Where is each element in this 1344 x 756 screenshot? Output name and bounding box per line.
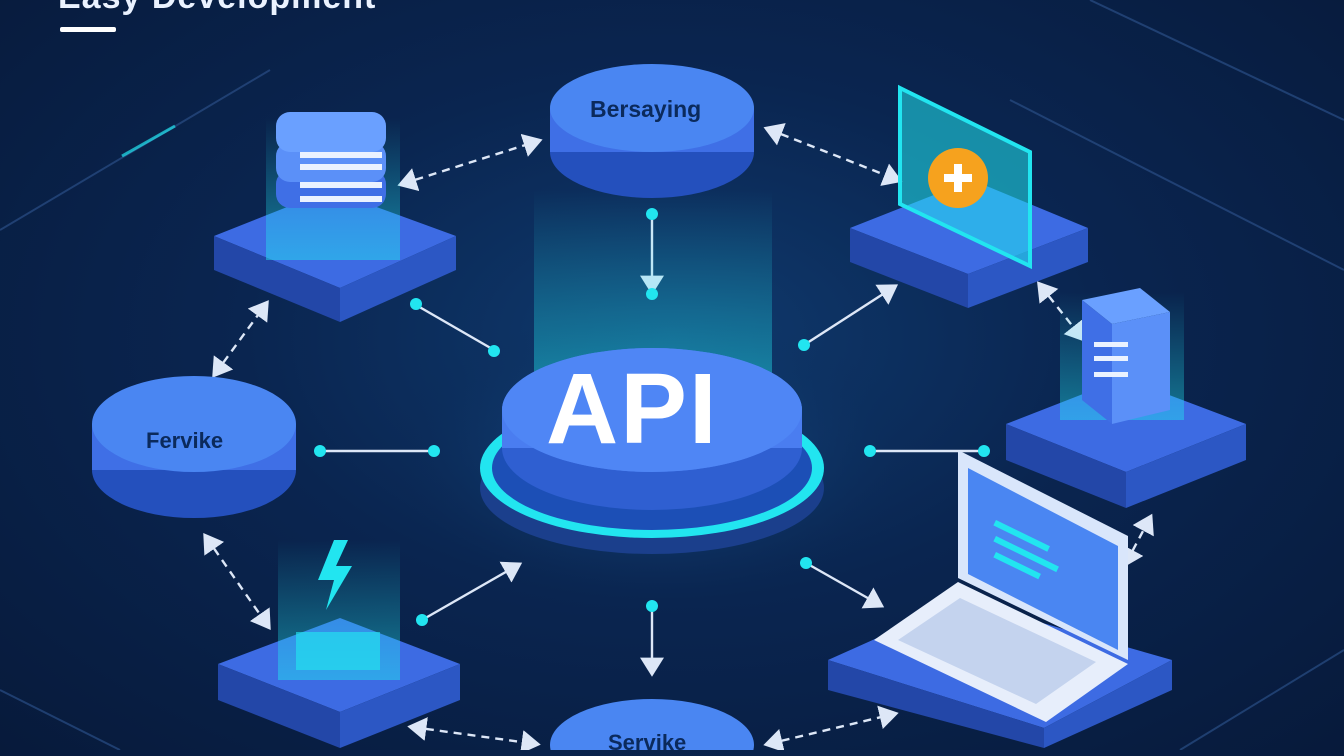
platform-database [214, 112, 456, 322]
node-bottom [550, 699, 754, 750]
title-underline [60, 27, 116, 32]
node-left-label: Fervike [146, 428, 224, 453]
node-top [550, 64, 754, 198]
platform-laptop [828, 450, 1172, 748]
database-icon [276, 112, 386, 208]
lightning-bolt-icon [318, 540, 352, 610]
node-bottom-label: Servike [608, 730, 687, 755]
api-hub [480, 348, 824, 554]
api-label: API [546, 353, 719, 465]
platform-lightning [218, 540, 460, 748]
node-top-label: Bersaying [590, 96, 702, 122]
platform-server [1006, 288, 1246, 508]
connector-arrows [203, 123, 1154, 750]
laptop-icon [874, 450, 1128, 722]
node-left [92, 376, 296, 518]
server-icon [1082, 288, 1170, 424]
platform-document [850, 84, 1088, 308]
add-document-icon [898, 84, 1032, 270]
page-title: Easy Development [58, 0, 376, 17]
